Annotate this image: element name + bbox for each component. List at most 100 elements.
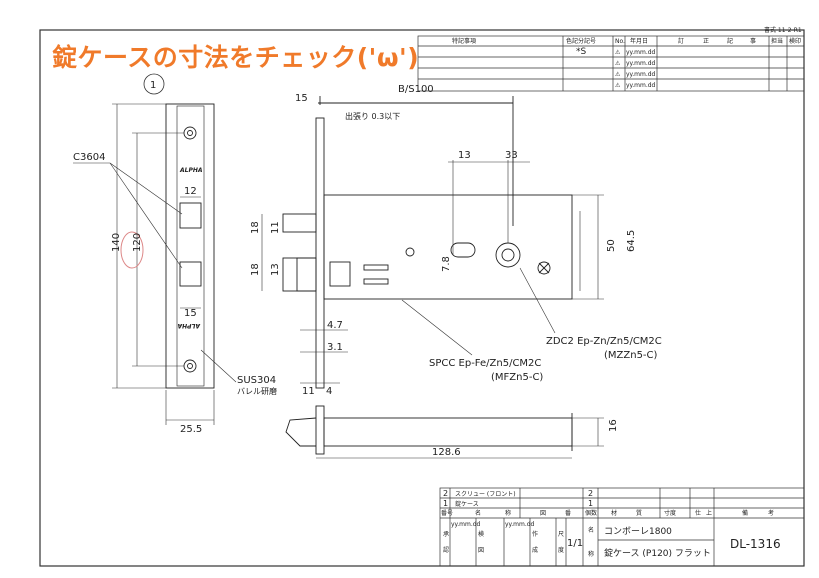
part-qty-1: 1: [588, 499, 593, 508]
bottom-view: [285, 405, 573, 455]
offset-15: 15: [295, 93, 308, 104]
check-header: 検印: [789, 37, 801, 45]
part-no-1: 1: [443, 499, 448, 508]
label-zdc2-sub: (MZZn5-C): [604, 350, 658, 361]
drawing-title: 錠ケース (P120) フラット: [604, 547, 711, 559]
dim-64-5: 64.5: [626, 230, 637, 252]
brand-bottom: ALPHA: [177, 322, 201, 329]
dim-13-b: 13: [270, 263, 281, 276]
callout-leaders: [73, 162, 237, 383]
material-sus304: SUS304: [237, 375, 276, 386]
dim-11: 11: [270, 221, 281, 234]
rev-date-4: yy.mm.dd: [626, 82, 656, 89]
hdr-finish-1: 仕: [695, 509, 701, 517]
dim-3-1: 3.1: [327, 342, 343, 353]
owner-header: 担当: [771, 37, 783, 45]
hdr-notes-2: 考: [768, 509, 774, 517]
label-spcc: SPCC Ep-Fe/Zn5/CM2C: [429, 358, 541, 369]
rev-header-3: 記: [727, 37, 733, 45]
part-qty-2: 2: [588, 489, 593, 498]
label-zdc2: ZDC2 Ep-Zn/Zn5/CM2C: [546, 336, 662, 347]
highlight-circle: [120, 231, 144, 269]
product-name: コンボーレ1800: [604, 526, 672, 537]
no-header: No.: [615, 38, 625, 45]
color-code-header: 色記分記号: [566, 37, 596, 45]
hdr-number: 番号: [441, 510, 453, 517]
backset-label: B/S100: [398, 84, 434, 95]
rev-header-4: 事: [750, 37, 756, 45]
dim-7-8: 7.8: [441, 256, 452, 272]
drawing-border: [39, 29, 805, 567]
part-no-2: 2: [443, 489, 448, 498]
stamp-date-1: yy.mm.dd: [451, 521, 481, 528]
protrusion-note: 出張り 0.3以下: [345, 111, 400, 121]
part-name-1: 錠ケース: [455, 500, 479, 508]
rev-mark-3: ⚠: [615, 71, 621, 78]
side-dims: [261, 160, 604, 384]
dim-hole-15: 15: [184, 308, 197, 319]
hdr-material-1: 材: [611, 509, 617, 517]
dim-4: 4: [326, 386, 332, 397]
stamp-check-1: 検: [478, 530, 484, 538]
brand-top: ALPHA: [179, 167, 203, 174]
bottom-dims: [316, 417, 604, 459]
rev-header-1: 訂: [678, 37, 684, 45]
dim-hole-12: 12: [184, 186, 197, 197]
stamp-name-2: 称: [588, 550, 594, 558]
hdr-name-1: 名: [475, 509, 481, 517]
stamp-date-2: yy.mm.dd: [505, 521, 535, 528]
front-dims: [112, 103, 215, 425]
overlay-title: 錠ケースの寸法をチェック('ω'): [52, 43, 420, 72]
title-block: [439, 487, 805, 567]
stamp-name-1: 名: [588, 526, 594, 534]
rev-header-2: 正: [703, 38, 709, 45]
dim-length-128-6: 128.6: [432, 447, 461, 458]
scale-value: 1/1: [567, 538, 583, 549]
stamp-scale-1: 尺: [558, 531, 564, 538]
revision-code: *S: [576, 47, 587, 57]
item-number: 1: [150, 80, 156, 91]
part-name-2: スクリュー (フロント): [455, 491, 516, 498]
hdr-qty: 個数: [585, 509, 597, 517]
rev-date-3: yy.mm.dd: [626, 71, 656, 78]
stamp-approve-2: 認: [443, 546, 449, 554]
side-view-outline: [282, 96, 573, 389]
dim-height-140: 140: [111, 233, 122, 252]
dim-pitch-120: 120: [132, 233, 143, 252]
stamp-approve-1: 承: [443, 530, 449, 538]
dim-18-a: 18: [250, 221, 261, 234]
rev-date-2: yy.mm.dd: [626, 60, 656, 67]
rev-mark-4: ⚠: [615, 82, 621, 89]
hdr-drawing-2: 番: [565, 510, 571, 517]
item-balloon: [143, 73, 165, 95]
hdr-size: 寸度: [664, 509, 676, 517]
dim-13: 13: [458, 150, 471, 161]
dim-18-b: 18: [250, 263, 261, 276]
dim-thickness-16: 16: [608, 419, 619, 432]
stamp-author-1: 作: [532, 530, 538, 538]
callout-c3604: C3604: [73, 152, 105, 163]
date-header: 年月日: [630, 37, 648, 45]
rev-mark-2: ⚠: [615, 60, 621, 67]
hdr-material-2: 質: [636, 509, 642, 517]
material-finish: バレル研磨: [237, 386, 277, 396]
front-plate: [165, 103, 215, 389]
dim-11-b: 11: [302, 386, 315, 397]
label-spcc-sub: (MFZn5-C): [491, 372, 543, 383]
hdr-name-2: 称: [505, 509, 511, 517]
hdr-finish-2: 上: [706, 509, 712, 517]
drawing-number: DL-1316: [730, 537, 781, 551]
stamp-check-2: 図: [478, 547, 484, 554]
dim-50: 50: [606, 239, 617, 252]
stamp-scale-2: 度: [558, 546, 564, 554]
dim-width-25-5: 25.5: [180, 424, 202, 435]
rev-mark-1: ⚠: [615, 49, 621, 56]
revision-table: [417, 35, 805, 92]
special-notes-header: 特記事項: [452, 37, 476, 45]
dim-33: 33: [505, 150, 518, 161]
hdr-notes-1: 備: [742, 509, 748, 517]
dim-4-7: 4.7: [327, 320, 343, 331]
rev-date-1: yy.mm.dd: [626, 49, 656, 56]
form-number: 書式 11-2-R1: [764, 26, 802, 34]
